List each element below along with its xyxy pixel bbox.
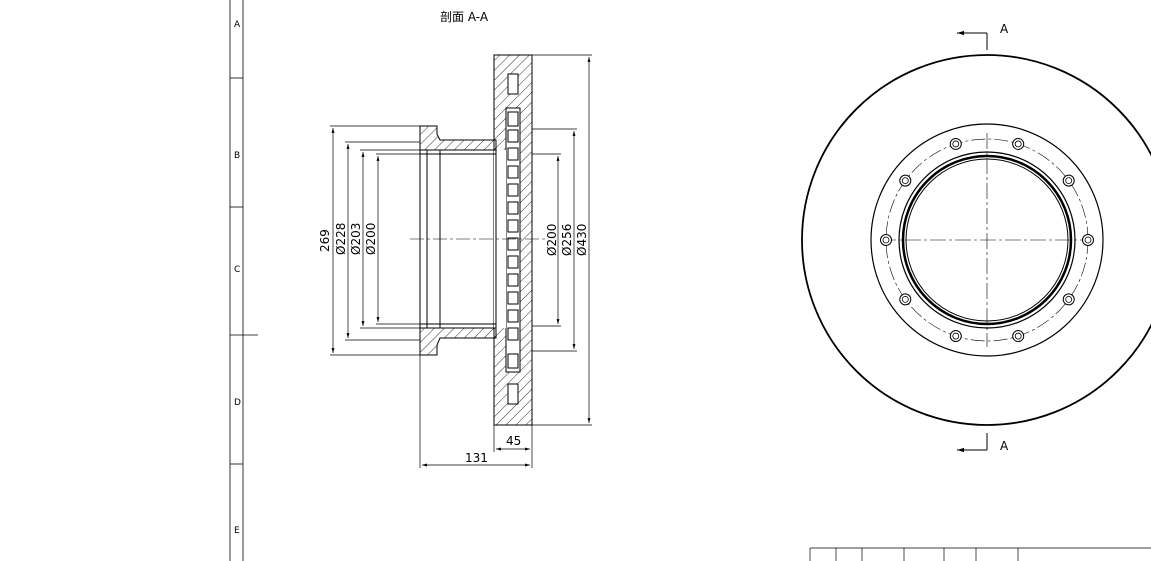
bolt-hole	[1082, 234, 1094, 246]
zone-labels: A B C D E	[234, 20, 241, 536]
bolt-hole	[880, 234, 892, 246]
zone-border	[229, 0, 258, 561]
bolt-hole-inner	[1084, 236, 1092, 244]
zone-label-b: B	[234, 151, 240, 161]
hub-flange-edge	[870, 123, 1104, 357]
section-marker-top	[957, 30, 988, 50]
bolt-hole-inner	[1014, 332, 1022, 340]
vent-hole-bottom	[507, 383, 519, 405]
bolt-hole-inner	[1014, 140, 1022, 148]
bolt-hole	[949, 330, 962, 343]
title-block	[809, 547, 1151, 561]
hub-upper-section	[419, 125, 497, 151]
bolt-hole-inner	[901, 177, 909, 185]
bolt-hole	[1012, 137, 1025, 150]
bolt-hole	[1012, 330, 1025, 343]
dim-text-131: 131	[465, 451, 488, 465]
section-title: 剖面 A-A	[440, 10, 489, 24]
front-view	[801, 54, 1151, 426]
section-marker-bottom	[957, 433, 988, 453]
dim-text-430: Ø430	[575, 224, 589, 256]
bolt-hole-inner	[952, 140, 960, 148]
zone-label-a: A	[234, 20, 241, 30]
dim-text-45: 45	[506, 434, 521, 448]
dim-text-203: Ø203	[349, 223, 363, 255]
bolt-hole	[899, 174, 912, 187]
dim-text-200-left: Ø200	[364, 223, 378, 255]
zone-label-e: E	[234, 526, 240, 536]
section-marker-bottom-label: A	[1000, 439, 1009, 453]
section-view	[410, 54, 545, 426]
vent-hole-top	[507, 73, 519, 95]
bolt-hole	[1062, 293, 1075, 306]
rotor-outer-edge	[801, 54, 1151, 426]
bolt-holes	[880, 137, 1094, 343]
bolt-hole	[949, 137, 962, 150]
bolt-hole-inner	[1065, 295, 1073, 303]
bolt-hole	[899, 293, 912, 306]
bolt-hole-inner	[882, 236, 890, 244]
bolt-hole-inner	[1065, 177, 1073, 185]
hub-lower-section	[419, 327, 497, 356]
bolt-hole-inner	[952, 332, 960, 340]
dim-text-256: Ø256	[560, 224, 574, 256]
cooling-vanes	[507, 111, 519, 369]
dim-text-269: 269	[318, 229, 332, 252]
dim-text-228: Ø228	[334, 223, 348, 255]
bolt-hole-inner	[901, 295, 909, 303]
zone-label-c: C	[234, 265, 240, 275]
left-dimensions	[330, 125, 420, 356]
dim-text-200-right: Ø200	[545, 224, 559, 256]
right-dimensions	[532, 54, 592, 426]
bolt-hole	[1062, 174, 1075, 187]
section-marker-top-label: A	[1000, 22, 1009, 36]
zone-label-d: D	[234, 398, 241, 408]
bottom-dimensions	[419, 355, 533, 468]
